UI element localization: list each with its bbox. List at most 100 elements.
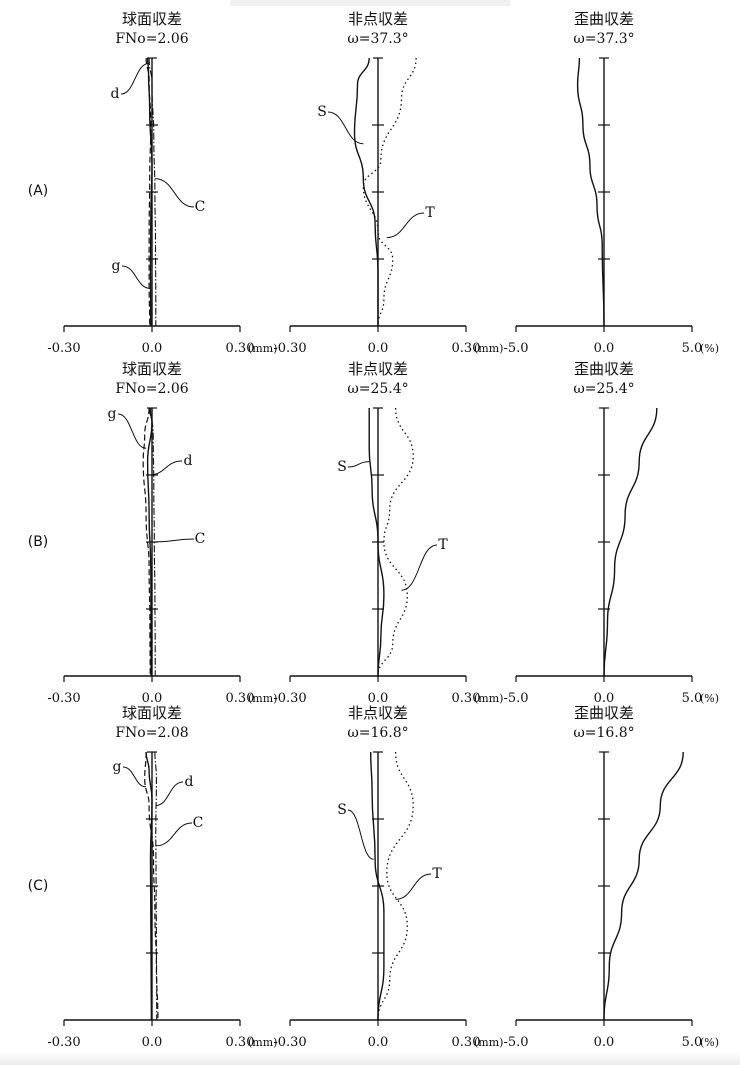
x-tick-label: 0.0 [594, 691, 615, 706]
x-unit-label: (%) [700, 1036, 719, 1049]
curve-label-S: S [317, 104, 327, 120]
curve-label-g: g [112, 258, 121, 274]
curve-label-leader [347, 809, 374, 860]
plot-title-astigmatism: 非点収差 [348, 704, 408, 722]
curve-label-T: T [425, 205, 435, 221]
curve-label-leader [154, 178, 195, 208]
curve-label-T: T [438, 537, 448, 553]
x-unit-label: (mm) [248, 692, 277, 705]
curve-label-T: T [432, 866, 442, 882]
plot-title-spherical: 球面収差 [122, 360, 182, 378]
plot-subtitle-spherical: FNo=2.06 [115, 381, 188, 397]
curve-label-d: d [111, 86, 120, 102]
x-tick-label: -0.30 [273, 1035, 306, 1050]
curve-label-leader [121, 265, 151, 289]
curve-label-d: d [185, 774, 194, 790]
curve-label-g: g [113, 759, 122, 775]
x-tick-label: -0.30 [273, 691, 306, 706]
curve-S [353, 57, 379, 326]
curve-g [142, 407, 151, 677]
top-band [230, 0, 510, 6]
curve-S [370, 751, 385, 1021]
x-tick-label: 5.0 [682, 1035, 703, 1050]
plot-title-spherical: 球面収差 [122, 704, 182, 722]
plot-title-distortion: 歪曲収差 [574, 10, 634, 28]
curve-label-leader [156, 822, 193, 847]
curve-label-leader [117, 413, 147, 449]
plot-subtitle-astigmatism: ω=16.8° [347, 725, 408, 741]
x-tick-label: 0.30 [226, 1035, 255, 1050]
x-tick-label: 0.30 [226, 691, 255, 706]
plot-subtitle-distortion: ω=25.4° [573, 381, 634, 397]
curve-label-C: C [195, 531, 206, 547]
x-unit-label: (mm) [474, 342, 503, 355]
row-label-2: (C) [28, 878, 49, 894]
plot-subtitle-spherical: FNo=2.06 [115, 31, 188, 47]
plot-title-astigmatism: 非点収差 [348, 10, 408, 28]
x-tick-label: 0.0 [594, 341, 615, 356]
curve-T [377, 407, 414, 677]
plot-subtitle-spherical: FNo=2.08 [115, 725, 188, 741]
plot-title-astigmatism: 非点収差 [348, 360, 408, 378]
x-tick-label: -0.30 [47, 691, 80, 706]
curve-T [362, 57, 417, 327]
x-tick-label: 0.0 [368, 1035, 389, 1050]
curve-label-leader [149, 460, 183, 476]
curve-C [154, 751, 158, 1020]
x-tick-label: 0.30 [452, 691, 481, 706]
row-label-1: (B) [28, 534, 49, 550]
curve-label-leader [327, 111, 364, 145]
curve-distortion [576, 57, 605, 327]
bottom-band [0, 1051, 740, 1065]
curve-label-leader [395, 873, 432, 900]
curve-label-C: C [193, 815, 204, 831]
x-unit-label: (%) [700, 692, 719, 705]
plot-subtitle-astigmatism: ω=37.3° [347, 31, 408, 47]
curve-distortion [603, 407, 658, 677]
x-tick-label: 0.30 [452, 1035, 481, 1050]
x-tick-label: -5.0 [503, 341, 528, 356]
curve-label-g: g [108, 406, 117, 422]
x-unit-label: (%) [700, 342, 719, 355]
x-tick-label: 0.30 [452, 341, 481, 356]
curve-S [368, 407, 385, 677]
x-tick-label: 5.0 [682, 341, 703, 356]
curve-T [377, 751, 414, 1021]
curve-label-C: C [195, 199, 206, 215]
x-unit-label: (mm) [474, 1036, 503, 1049]
x-tick-label: -5.0 [503, 691, 528, 706]
curve-d [145, 751, 153, 1021]
curve-label-leader [401, 544, 438, 591]
row-label-0: (A) [28, 183, 49, 199]
x-tick-label: 0.30 [226, 341, 255, 356]
x-tick-label: -0.30 [273, 341, 306, 356]
x-tick-label: -5.0 [503, 1035, 528, 1050]
plot-title-distortion: 歪曲収差 [574, 704, 634, 722]
x-unit-label: (mm) [248, 1036, 277, 1049]
curve-g [145, 57, 152, 327]
x-tick-label: 0.0 [594, 1035, 615, 1050]
x-tick-label: 0.0 [142, 691, 163, 706]
plot-subtitle-distortion: ω=37.3° [573, 31, 634, 47]
curve-label-leader [120, 62, 150, 95]
curve-label-S: S [337, 802, 347, 818]
x-tick-label: 0.0 [142, 341, 163, 356]
plot-title-spherical: 球面収差 [122, 10, 182, 28]
curve-label-leader [154, 538, 195, 543]
x-tick-label: 5.0 [682, 691, 703, 706]
x-tick-label: 0.0 [368, 691, 389, 706]
curve-label-leader [386, 212, 425, 239]
curve-label-leader [347, 461, 370, 468]
curve-label-leader [122, 766, 147, 788]
x-unit-label: (mm) [474, 692, 503, 705]
x-unit-label: (mm) [248, 342, 277, 355]
x-tick-label: 0.0 [368, 341, 389, 356]
curve-label-d: d [184, 453, 193, 469]
curve-label-leader [155, 781, 184, 807]
curve-distortion [603, 751, 684, 1021]
plot-title-distortion: 歪曲収差 [574, 360, 634, 378]
x-tick-label: 0.0 [142, 1035, 163, 1050]
x-tick-label: -0.30 [47, 1035, 80, 1050]
